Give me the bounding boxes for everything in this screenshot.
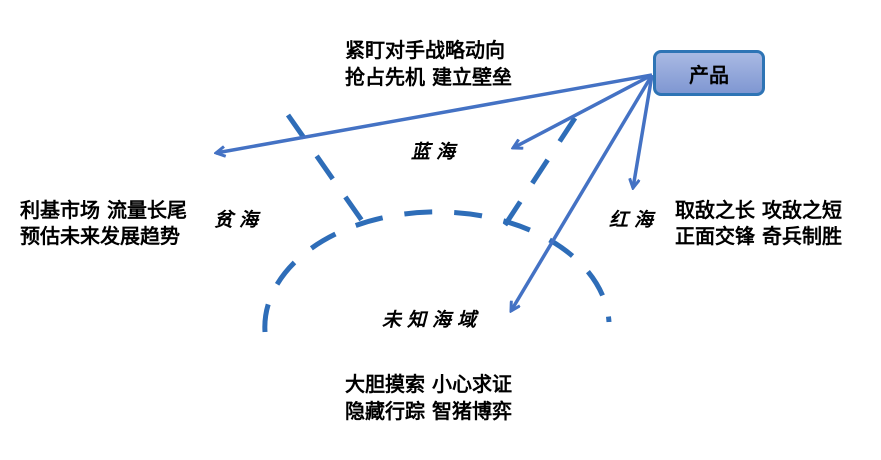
unknown-strategy-line-1: 大胆摸索 小心求证 xyxy=(345,372,512,396)
arrow-to-red-sea xyxy=(633,74,654,188)
boundary-left-dashed xyxy=(285,113,368,227)
red-strategy-line-2: 正面交锋 奇兵制胜 xyxy=(675,224,842,248)
unknown-sea-label: 未知海域 xyxy=(382,309,483,331)
blue-strategy-line-1: 紧盯对手战略动向 xyxy=(345,38,505,62)
red-strategy-line-1: 取敌之长 攻敌之短 xyxy=(675,198,842,222)
boundary-right-dashed xyxy=(502,116,578,227)
boundary-arc-dashed xyxy=(262,209,612,333)
product-box[interactable]: 产品 xyxy=(653,50,765,96)
blue-sea-label: 蓝海 xyxy=(411,141,462,163)
arrow-to-poor-sea xyxy=(216,73,653,153)
poor-strategy-line-2: 预估未来发展趋势 xyxy=(20,224,180,248)
arrow-to-unknown-sea xyxy=(511,74,654,311)
product-label: 产品 xyxy=(689,62,729,87)
poor-sea-label: 贫海 xyxy=(214,209,265,231)
arrow-to-blue-sea xyxy=(513,73,653,148)
blue-strategy-line-2: 抢占先机 建立壁垒 xyxy=(345,65,512,89)
unknown-strategy-line-2: 隐藏行踪 智猪博弈 xyxy=(345,399,512,423)
poor-strategy-line-1: 利基市场 流量长尾 xyxy=(20,198,187,222)
red-sea-label: 红海 xyxy=(609,209,660,231)
